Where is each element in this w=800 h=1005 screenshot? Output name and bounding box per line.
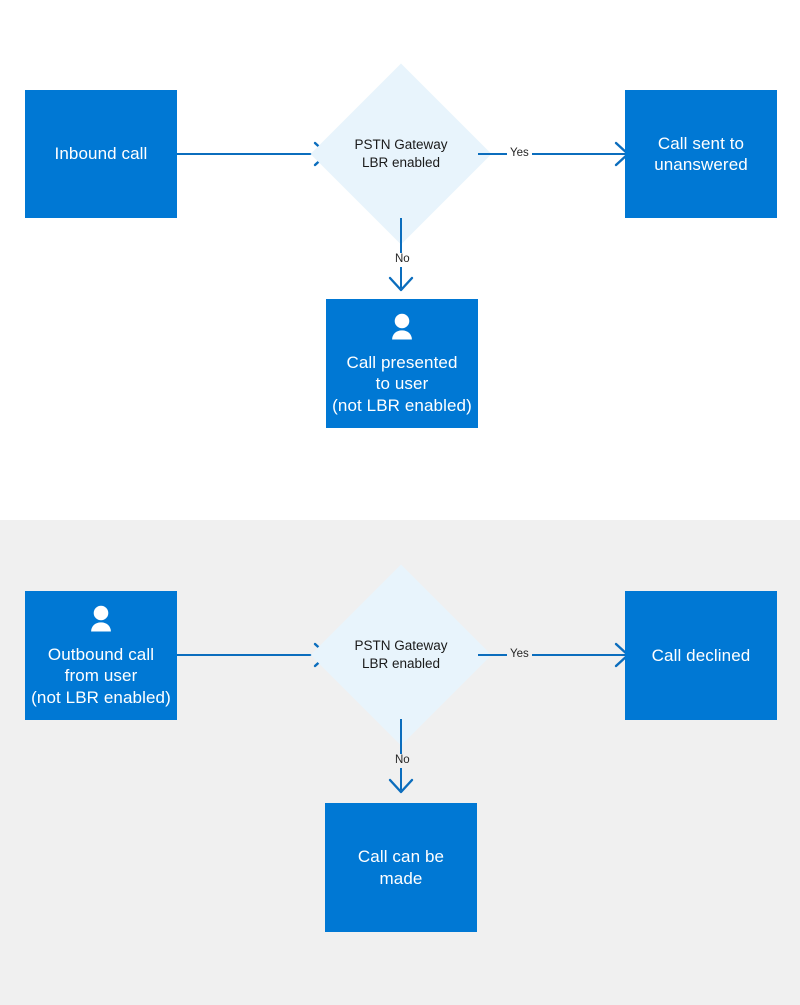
decision-pstn-gateway-lbr-enabled[interactable]: PSTN Gateway LBR enabled xyxy=(310,63,492,245)
section-inbound-call-flow: Inbound call PSTN Gateway LBR enabled Ye… xyxy=(25,63,777,428)
node-call-presented-to-user-label: Call presented to user (not LBR enabled) xyxy=(332,352,472,415)
decision-label: PSTN Gateway LBR enabled xyxy=(354,137,448,170)
node-call-sent-to-unanswered-label: Call sent to unanswered xyxy=(654,133,748,174)
decision-pstn-gateway-lbr-enabled-outbound[interactable]: PSTN Gateway LBR enabled xyxy=(310,564,492,746)
connector-outbound-decision-yes xyxy=(478,642,630,668)
person-icon xyxy=(385,311,419,345)
node-inbound-call-label: Inbound call xyxy=(54,144,148,164)
node-call-sent-to-unanswered[interactable]: Call sent to unanswered xyxy=(625,90,777,218)
edge-label-outbound-no: No xyxy=(392,754,413,768)
edge-label-outbound-yes: Yes xyxy=(507,648,532,662)
node-call-declined-label: Call declined xyxy=(651,645,751,665)
decision-label: PSTN Gateway LBR enabled xyxy=(354,638,448,671)
arrowhead-icon xyxy=(388,276,414,292)
node-inbound-call[interactable]: Inbound call xyxy=(25,90,177,218)
edge-label-inbound-yes: Yes xyxy=(507,147,532,161)
node-call-presented-to-user[interactable]: Call presented to user (not LBR enabled) xyxy=(326,299,478,428)
section-outbound-call-flow: Outbound call from user (not LBR enabled… xyxy=(0,520,800,1005)
node-call-can-be-made-label: Call can be made xyxy=(357,847,445,888)
node-outbound-call-from-user[interactable]: Outbound call from user (not LBR enabled… xyxy=(25,591,177,720)
edge-label-inbound-no: No xyxy=(392,253,413,267)
node-call-declined[interactable]: Call declined xyxy=(625,591,777,720)
person-icon xyxy=(84,603,118,637)
arrowhead-icon xyxy=(388,778,414,794)
node-outbound-call-from-user-label: Outbound call from user (not LBR enabled… xyxy=(31,644,171,707)
connector-inbound-decision-yes xyxy=(478,141,630,167)
node-call-can-be-made[interactable]: Call can be made xyxy=(325,803,477,932)
